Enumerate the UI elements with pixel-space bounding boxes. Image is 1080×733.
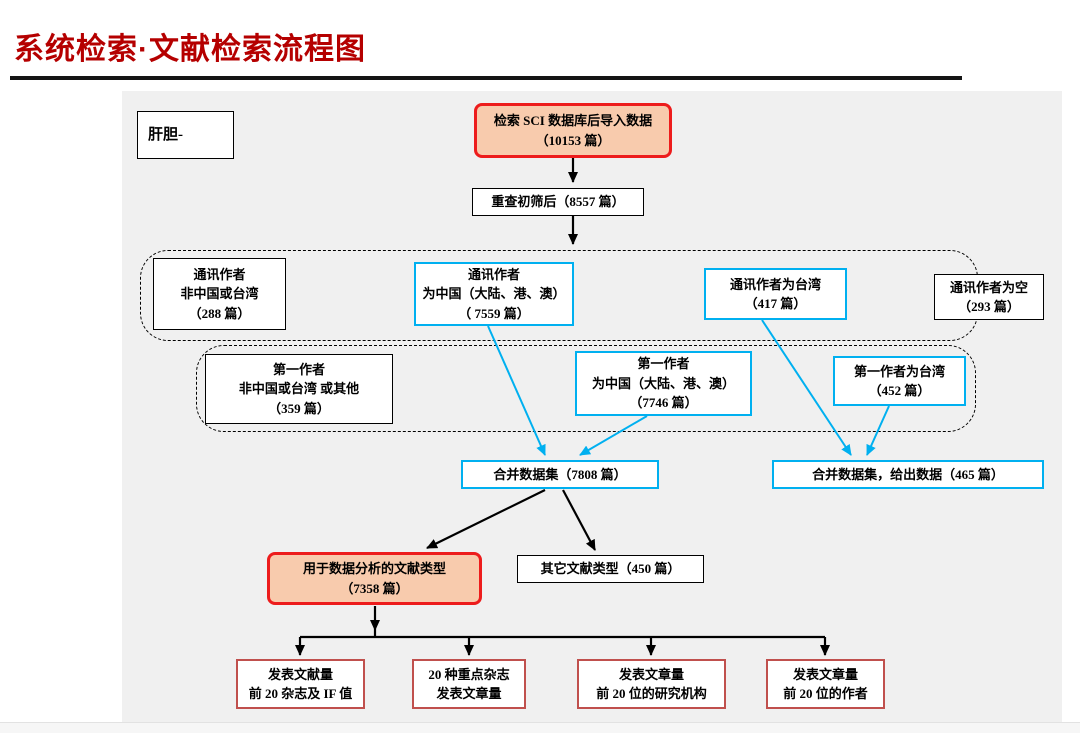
node-out-top20-journals: 发表文献量 前 20 杂志及 IF 值 — [236, 659, 365, 709]
node-text: 发表文章量 — [792, 666, 858, 682]
node-analysis-types: 用于数据分析的文献类型 （7358 篇） — [267, 552, 482, 605]
node-text: 通讯作者为空 — [949, 279, 1028, 295]
node-corr-china: 通讯作者 为中国（大陆、港、澳） （ 7559 篇） — [414, 262, 574, 326]
node-import-sci: 检索 SCI 数据库后导入数据 （10153 篇） — [474, 103, 672, 158]
node-out-top20-authors: 发表文章量 前 20 位的作者 — [766, 659, 885, 709]
node-text: 第一作者 — [637, 356, 690, 372]
node-text: 前 20 位的作者 — [783, 686, 868, 701]
node-merge-main: 合并数据集（7808 篇） — [461, 460, 659, 489]
node-text: 为中国（大陆、港、澳） — [591, 375, 735, 391]
node-out-top20-institutions: 发表文章量 前 20 位的研究机构 — [577, 659, 726, 709]
node-text: 肝胆- — [148, 126, 183, 143]
node-first-taiwan: 第一作者为台湾 （452 篇） — [833, 356, 966, 406]
node-merge-taiwan: 合并数据集，给出数据（465 篇） — [772, 460, 1044, 489]
node-out-key-journals: 20 种重点杂志 发表文章量 — [412, 659, 526, 709]
node-text: 20 种重点杂志 — [428, 666, 510, 682]
node-text: （359 篇） — [268, 400, 330, 416]
node-text: 前 20 杂志及 IF 值 — [248, 686, 353, 701]
node-text: （417 篇） — [744, 296, 807, 311]
node-text: （7358 篇） — [340, 580, 409, 596]
node-text: 前 20 位的研究机构 — [596, 686, 707, 701]
node-text: 非中国或台湾 或其他 — [238, 381, 360, 397]
node-text: 合并数据集，给出数据（465 篇） — [812, 466, 1004, 482]
node-text: 检索 SCI 数据库后导入数据 — [493, 113, 653, 128]
page-title: 系统检索·文献检索流程图 — [14, 33, 366, 66]
node-text: 第一作者为台湾 — [853, 363, 945, 379]
node-text: 发表文章量 — [436, 686, 502, 701]
node-label-gandan: 肝胆- — [137, 111, 234, 159]
node-text: （452 篇） — [868, 383, 931, 398]
node-text: 第一作者 — [272, 361, 325, 377]
node-text: 发表文章量 — [618, 666, 684, 682]
title-underline — [10, 76, 962, 80]
node-text: 通讯作者 — [467, 266, 520, 282]
node-text: 其它文献类型（450 篇） — [540, 561, 681, 577]
node-text: （293 篇） — [958, 299, 1020, 314]
node-other-types: 其它文献类型（450 篇） — [517, 555, 704, 583]
node-text: 合并数据集（7808 篇） — [493, 466, 627, 482]
node-first-non-china: 第一作者 非中国或台湾 或其他 （359 篇） — [205, 354, 393, 424]
node-text: （ 7559 篇） — [458, 305, 530, 321]
node-dedup-screened: 重查初筛后（8557 篇） — [472, 188, 644, 216]
node-text: （288 篇） — [188, 305, 251, 321]
node-corr-non-china: 通讯作者 非中国或台湾 （288 篇） — [153, 258, 286, 330]
node-text: 重查初筛后（8557 篇） — [491, 194, 625, 210]
node-text: （10153 篇） — [535, 132, 611, 148]
node-text: 发表文献量 — [267, 666, 333, 682]
node-text: 通讯作者为台湾 — [729, 276, 821, 292]
node-text: 通讯作者 — [193, 266, 246, 282]
node-text: （7746 篇） — [629, 395, 698, 411]
node-corr-taiwan: 通讯作者为台湾 （417 篇） — [704, 268, 847, 320]
node-first-china: 第一作者 为中国（大陆、港、澳） （7746 篇） — [575, 351, 752, 416]
bottom-strip — [0, 722, 1080, 733]
node-text: 为中国（大陆、港、澳） — [422, 286, 566, 302]
node-text: 非中国或台湾 — [180, 286, 259, 302]
node-text: 用于数据分析的文献类型 — [302, 561, 446, 576]
node-corr-empty: 通讯作者为空 （293 篇） — [934, 274, 1044, 320]
